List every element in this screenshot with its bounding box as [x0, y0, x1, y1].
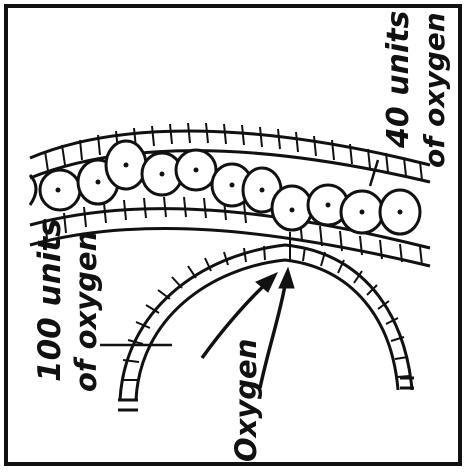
cell-dot	[260, 188, 265, 193]
label-100-units: 100 units	[32, 218, 68, 382]
cell-dot	[398, 210, 403, 215]
label-40-oxygen: of oxygen	[418, 12, 451, 168]
oxygen-arrow-right	[260, 280, 286, 388]
cell-dot	[96, 180, 101, 185]
alveolus-left-end	[118, 400, 138, 410]
cell-dot	[160, 172, 165, 177]
partial-cell-left	[30, 175, 36, 205]
oxygen-arrow-right-head	[279, 268, 294, 288]
cell-dot	[230, 183, 235, 188]
label-40-pointer	[370, 160, 378, 186]
label-100-oxygen: of oxygen	[69, 231, 103, 392]
red-blood-cells	[40, 141, 420, 234]
cell-dot	[194, 168, 199, 173]
cell-dot	[124, 163, 129, 168]
cell-dot	[360, 210, 365, 215]
cell-dot	[326, 203, 331, 208]
cell-dot	[290, 208, 295, 213]
cell-dot	[56, 188, 61, 193]
alveolus	[118, 245, 414, 410]
label-40-units: 40 units	[381, 11, 416, 149]
label-oxygen: Oxygen	[229, 339, 263, 462]
